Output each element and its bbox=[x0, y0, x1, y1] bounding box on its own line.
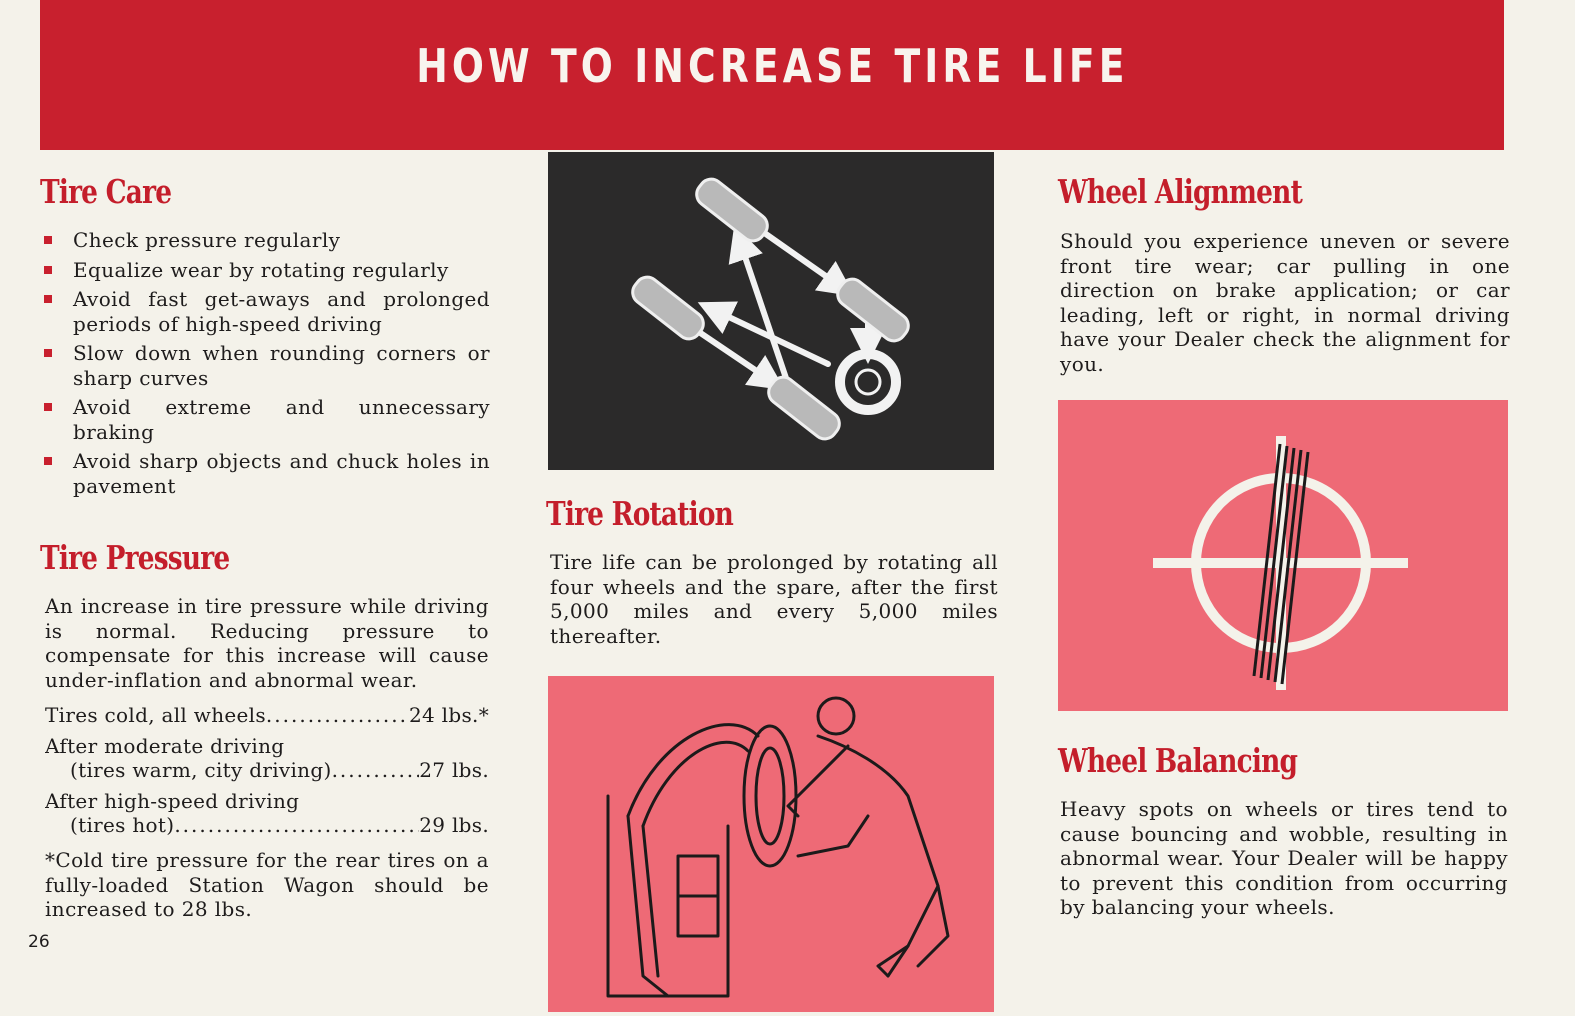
table-row: After moderate driving bbox=[45, 733, 285, 758]
list-item: Slow down when rounding corners or sharp… bbox=[44, 341, 490, 390]
bullet-icon bbox=[44, 457, 52, 465]
bullet-icon bbox=[44, 295, 52, 303]
page-title: HOW TO INCREASE TIRE LIFE bbox=[415, 39, 1129, 93]
mechanic-illustration bbox=[606, 696, 950, 998]
list-item: Avoid fast get-aways and prolonged perio… bbox=[44, 287, 490, 336]
title-banner: HOW TO INCREASE TIRE LIFE bbox=[40, 0, 1504, 150]
list-item: Avoid extreme and unnecessary braking bbox=[44, 395, 490, 444]
table-row: (tires hot) ............................… bbox=[70, 813, 489, 837]
wheel-alignment-heading: Wheel Alignment bbox=[1058, 172, 1303, 211]
tire-rotation-heading: Tire Rotation bbox=[546, 494, 734, 533]
table-row: Tires cold, all wheels .................… bbox=[45, 703, 489, 727]
bullet-icon bbox=[44, 349, 52, 357]
alignment-diagram bbox=[1058, 400, 1508, 711]
table-row: (tires warm, city driving) .............… bbox=[70, 758, 489, 782]
list-item: Equalize wear by rotating regularly bbox=[44, 258, 490, 283]
tire-care-heading: Tire Care bbox=[40, 172, 172, 211]
rotation-arrows-icon bbox=[631, 177, 910, 441]
pressure-footnote: *Cold tire pressure for the rear tires o… bbox=[45, 848, 489, 921]
list-item: Check pressure regularly bbox=[44, 228, 490, 253]
wheel-balancing-body: Heavy spots on wheels or tires tend to c… bbox=[1060, 797, 1508, 919]
tire-pressure-heading: Tire Pressure bbox=[40, 538, 230, 577]
list-item: Avoid sharp objects and chuck holes in p… bbox=[44, 449, 490, 498]
pressure-table: Tires cold, all wheels .................… bbox=[45, 703, 489, 838]
wheel-balancing-heading: Wheel Balancing bbox=[1058, 741, 1298, 780]
bullet-icon bbox=[44, 265, 52, 274]
wheel-alignment-body: Should you experience uneven or severe f… bbox=[1060, 229, 1510, 376]
tire-care-list: Check pressure regularly Equalize wear b… bbox=[44, 228, 490, 503]
bullet-icon bbox=[44, 403, 52, 411]
alignment-target-icon bbox=[1153, 436, 1408, 690]
tire-rotation-body: Tire life can be prolonged by rotating a… bbox=[550, 550, 998, 648]
bullet-icon bbox=[44, 236, 52, 244]
balancing-machine-illustration bbox=[548, 676, 994, 1012]
table-row: After high-speed driving bbox=[45, 788, 300, 813]
tire-pressure-body: An increase in tire pressure while drivi… bbox=[45, 594, 489, 692]
page-number: 26 bbox=[28, 932, 50, 952]
tire-rotation-diagram bbox=[548, 152, 994, 470]
